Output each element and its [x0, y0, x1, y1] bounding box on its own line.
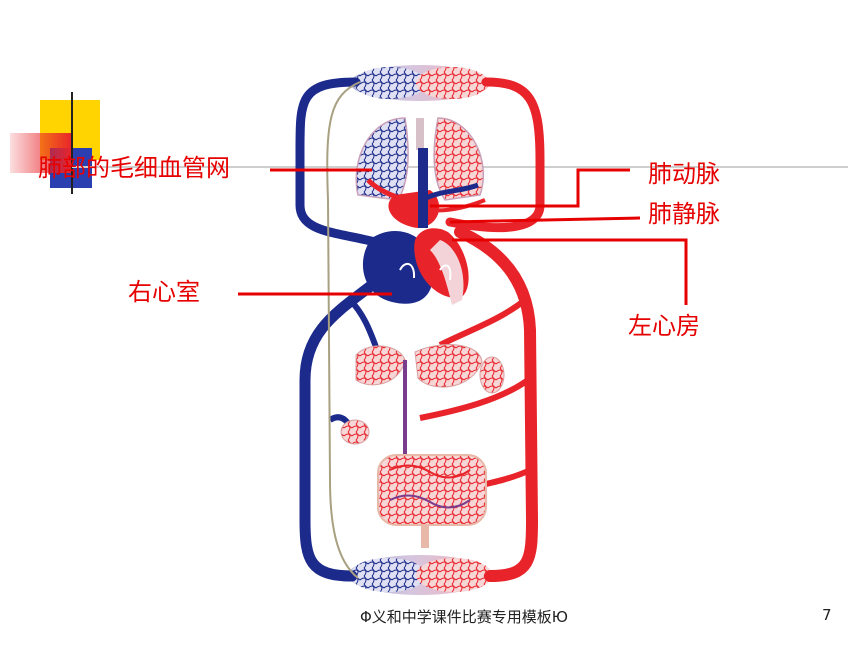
- label-pulmonary-artery: 肺动脉: [648, 160, 720, 188]
- systemic-artery-lower: [454, 226, 539, 582]
- upper-capillary-bed: [350, 65, 490, 101]
- leader-pulmonary-vein: [449, 216, 641, 224]
- label-right-ventricle: 右心室: [128, 278, 200, 306]
- leader-lines: [238, 168, 688, 305]
- page-number: 7: [822, 606, 832, 624]
- lower-capillary-bed: [348, 555, 492, 595]
- thin-vessel: [326, 81, 361, 579]
- footer-caption: Φ义和中学课件比赛专用模板Ю: [360, 608, 569, 626]
- systemic-vein-lower: [299, 279, 378, 582]
- leader-pulmonary-artery: [430, 168, 630, 208]
- upper-abdominal-organs: [355, 344, 505, 470]
- kidney: [340, 419, 370, 445]
- label-pulmonary-capillaries: 肺部的毛细血管网: [38, 154, 230, 182]
- label-left-atrium: 左心房: [628, 312, 700, 340]
- systemic-artery-upper: [445, 77, 545, 233]
- deco-red-square: [10, 133, 72, 173]
- heart: [362, 148, 486, 305]
- intestines: [377, 454, 487, 548]
- systemic-vein-upper: [295, 77, 380, 247]
- deco-vertical-line: [71, 92, 73, 194]
- leader-left-atrium: [452, 238, 688, 305]
- label-pulmonary-vein: 肺静脉: [648, 200, 720, 228]
